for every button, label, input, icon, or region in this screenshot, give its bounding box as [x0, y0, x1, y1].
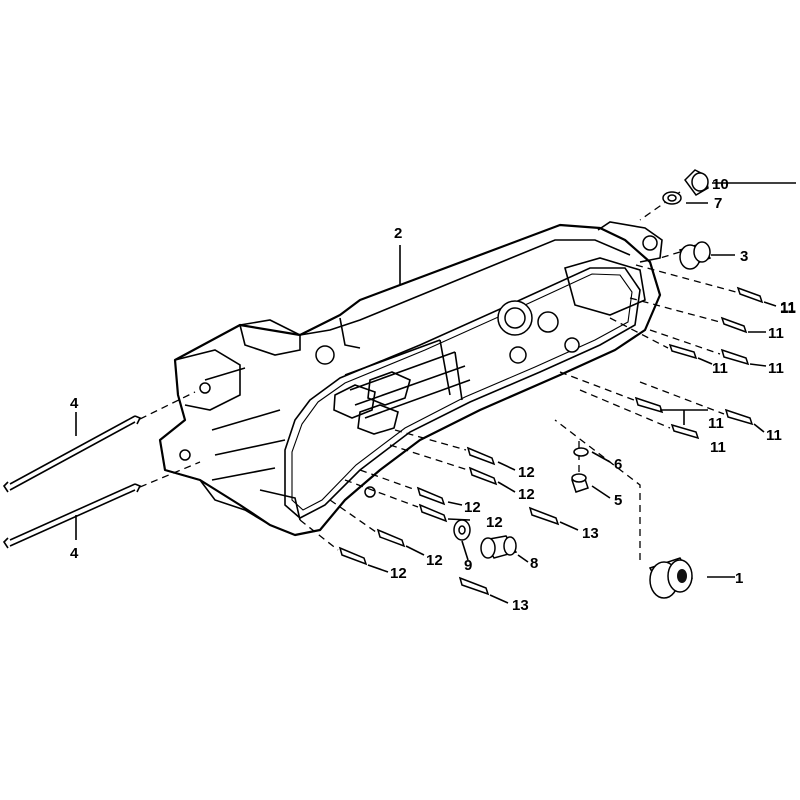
oil-plug [480, 535, 518, 559]
callout-12-f: 12 [390, 565, 407, 582]
callout-3: 3 [740, 248, 748, 265]
dowel-sleeve-large [554, 419, 694, 599]
crankcase-housing [158, 221, 663, 537]
callout-11-a: 11 [780, 300, 796, 317]
bolts-11 [559, 264, 764, 440]
callout-12-a: 12 [518, 464, 535, 481]
sealing-washer [662, 191, 682, 205]
callout-13-b: 13 [512, 597, 529, 614]
bolts-13 [458, 506, 560, 596]
callout-11-d: 11 [768, 360, 784, 377]
callout-11-h: 11 [780, 299, 796, 316]
callout-11-c: 11 [712, 360, 728, 377]
callout-12-b: 12 [518, 486, 535, 503]
callout-4-lower: 4 [70, 545, 79, 562]
o-ring [573, 447, 589, 457]
callout-7: 7 [714, 195, 722, 212]
callout-9: 9 [464, 557, 472, 574]
callout-12-e: 12 [426, 552, 443, 569]
callout-11-g: 11 [766, 427, 782, 444]
callout-11-f: 11 [710, 439, 726, 456]
callout-13-a: 13 [582, 525, 599, 542]
callout-8: 8 [530, 555, 538, 572]
leader-lines [75, 182, 796, 604]
bolts-12 [299, 429, 498, 566]
callout-11-e: 11 [708, 415, 724, 432]
callout-11-b: 11 [768, 325, 784, 342]
drain-fitting [571, 440, 589, 493]
plug-washer [453, 519, 471, 541]
callout-2: 2 [394, 225, 402, 242]
drain-plug [639, 169, 709, 221]
stud-bolts [2, 391, 201, 549]
callout-5: 5 [614, 492, 622, 509]
stud-upper [2, 415, 142, 493]
callout-4-upper: 4 [70, 395, 79, 412]
stud-lower [2, 483, 142, 549]
dowel-sleeve-small [659, 241, 712, 270]
callout-10: 10 [712, 176, 729, 193]
callout-6: 6 [614, 456, 622, 473]
callout-labels: 1 2 3 4 4 5 6 7 8 9 10 11 11 11 11 11 11… [70, 176, 796, 614]
callout-1: 1 [735, 570, 743, 587]
callout-12-c: 12 [464, 499, 481, 516]
callout-12-d: 12 [486, 514, 503, 531]
